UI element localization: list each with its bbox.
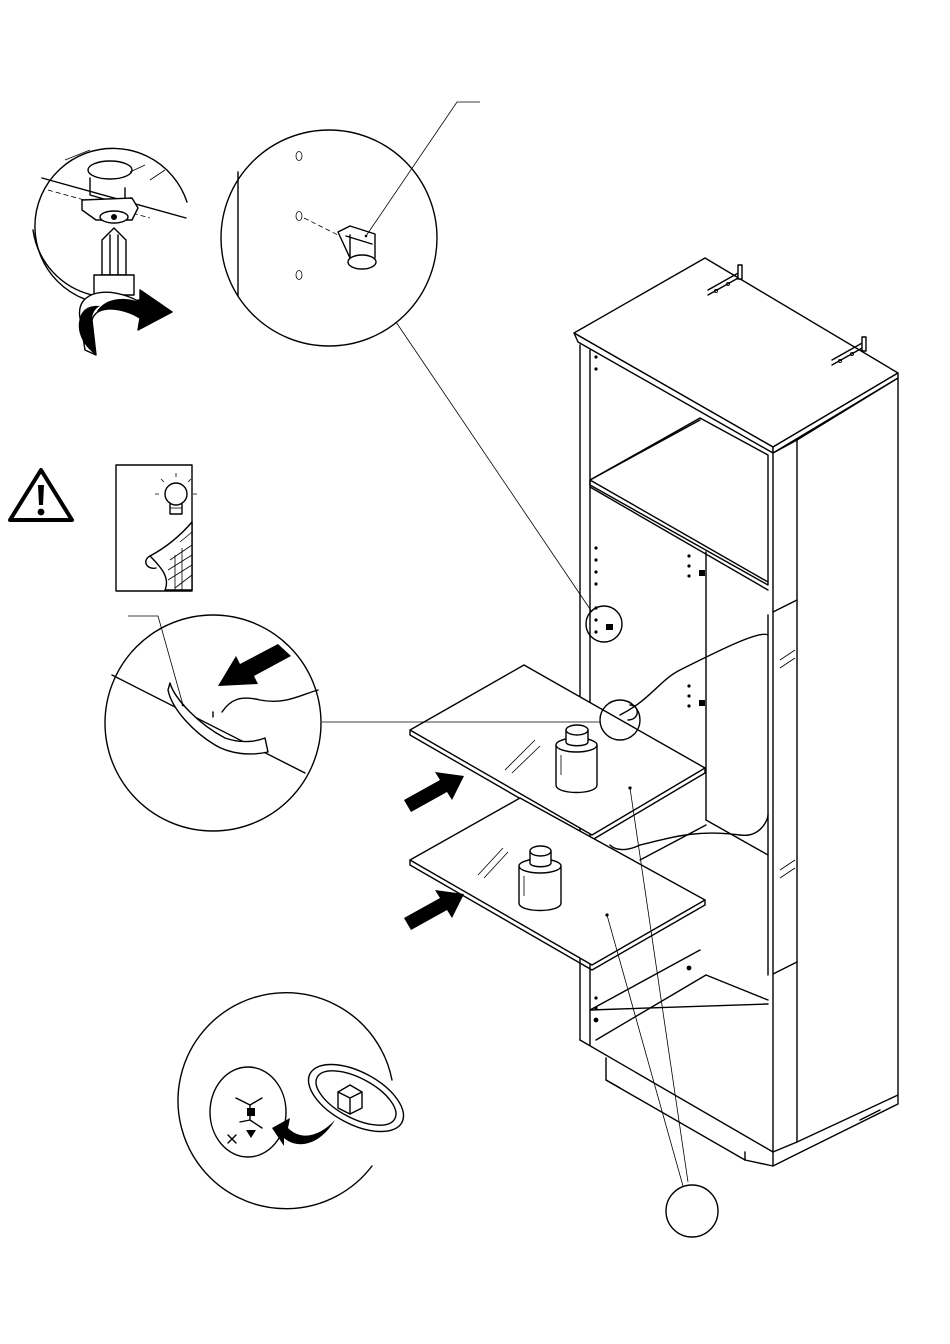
shelf-support-icon: [338, 226, 376, 269]
instruction-leaflet-icon: [116, 465, 197, 591]
glass-shelf-upper: [410, 665, 705, 840]
push-arrow-icon: [218, 644, 291, 686]
shelf-pin-detail: [221, 102, 592, 612]
push-arrow-icon: [404, 772, 464, 812]
glass-shelf-lower: [410, 798, 705, 970]
screwdriver-icon: [94, 228, 134, 295]
cable-icon: [620, 634, 768, 715]
part-reference-circle: [666, 1185, 718, 1237]
cabinet-top-panel: [574, 258, 898, 447]
push-arrow-icon: [404, 890, 464, 930]
cable-clip-detail: [178, 993, 414, 1209]
warning-triangle-icon: [10, 470, 72, 520]
cabinet: [574, 258, 898, 1166]
lightbulb-icon: [155, 473, 197, 514]
rotate-arrow-icon: [79, 290, 172, 355]
screw-detail: [33, 148, 187, 355]
cable-icon: [298, 1051, 414, 1146]
